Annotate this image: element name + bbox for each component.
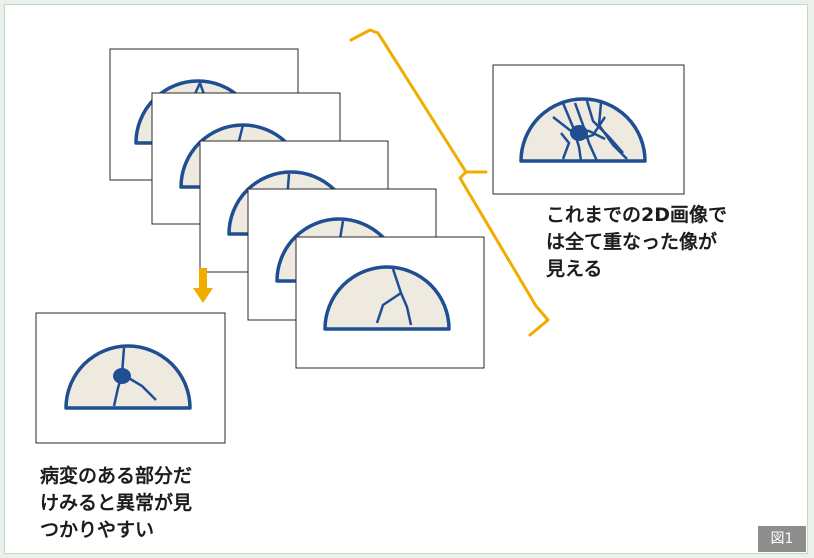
figure-label: 図1	[758, 526, 806, 552]
down-arrow-icon	[193, 268, 213, 303]
caption-overlap: これまでの2D画像で は全て重なった像が 見える	[546, 204, 727, 280]
slice-5	[295, 236, 485, 369]
lesion-slice-image	[35, 312, 226, 444]
caption-lesion: 病変のある部分だ けみると異常が見 つかりやすい	[40, 465, 193, 541]
composite-2d-image	[492, 64, 685, 195]
stack-bracket	[349, 28, 550, 337]
